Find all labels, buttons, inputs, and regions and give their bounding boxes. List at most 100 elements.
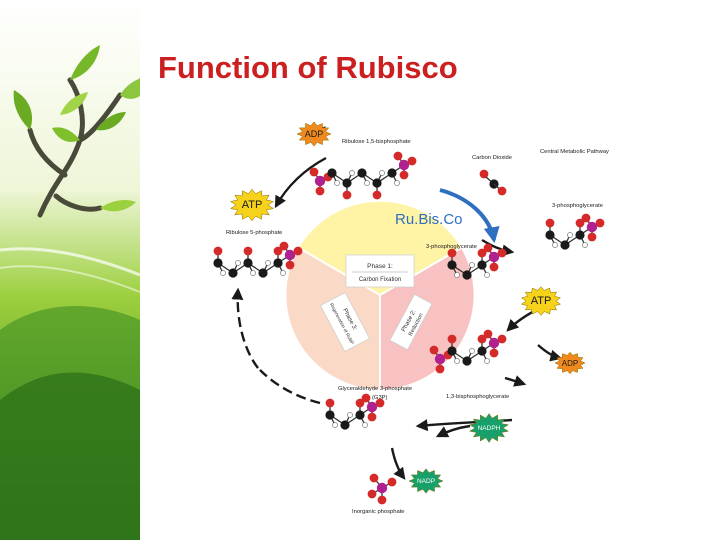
label-central-pathway: Central Metabolic Pathway [540, 149, 609, 155]
atom-p [366, 401, 378, 413]
atom-p [488, 251, 500, 263]
cofactor-adp-right: ADP [554, 351, 586, 375]
svg-text:ADP: ADP [562, 359, 578, 368]
label-pga-top: 3-phosphoglycerate [552, 203, 603, 209]
atom-o [387, 477, 397, 487]
atom-o [279, 241, 289, 251]
atom-p [398, 159, 410, 171]
atom-o [369, 473, 379, 483]
atom-o [447, 334, 457, 344]
atom-o [367, 412, 377, 422]
atom-h [582, 242, 588, 248]
slide-title: Function of Rubisco [158, 50, 458, 85]
atom-o [477, 248, 487, 258]
atom-o [595, 218, 605, 228]
vine-stem [27, 77, 123, 218]
atom-o [293, 246, 303, 256]
atom-h [469, 262, 475, 268]
atom-o [243, 246, 253, 256]
atom-c [243, 258, 253, 268]
rubisco-enzyme-label: Ru.Bis.Co [395, 211, 463, 228]
atom-o [581, 213, 591, 223]
atom-o [273, 246, 283, 256]
label-ru5p: Ribulose 5-phosphate [226, 230, 282, 236]
atom-h [235, 260, 241, 266]
phase1-title: Phase 1: [367, 263, 393, 270]
cofactor-adp-top: ADP [296, 121, 332, 147]
atom-c [545, 230, 555, 240]
phase1-sector [299, 201, 461, 295]
cofactor-atp-right: ATP [520, 286, 562, 316]
atom-h [265, 260, 271, 266]
cofactor-atp-left: ATP [229, 188, 275, 222]
atom-o [587, 232, 597, 242]
atom-o [447, 248, 457, 258]
atom-o [489, 348, 499, 358]
atom-p [434, 353, 446, 365]
atom-o [407, 156, 417, 166]
atom-o [377, 495, 387, 505]
atom-o [497, 248, 507, 258]
atom-o [479, 169, 489, 179]
atom-o [477, 334, 487, 344]
atom-o [497, 334, 507, 344]
label-pga: 3-phosphoglycerate [426, 244, 477, 250]
atom-h [454, 358, 460, 364]
atom-o [315, 186, 325, 196]
atom-c [462, 270, 472, 280]
label-inorganic-phosphate: Inorganic phosphate [352, 509, 405, 515]
atom-c [560, 240, 570, 250]
atom-o [497, 186, 507, 196]
atom-h [469, 348, 475, 354]
atom-c [357, 168, 367, 178]
atom-p [586, 221, 598, 233]
atom-c [462, 356, 472, 366]
atom-o [309, 167, 319, 177]
label-rubp: Ribulose 1,5-bisphosphate [342, 139, 411, 145]
atom-h [334, 180, 340, 186]
atom-h [484, 272, 490, 278]
atom-p [314, 175, 326, 187]
atom-o [375, 398, 385, 408]
atom-o [372, 190, 382, 200]
atom-c [327, 168, 337, 178]
atom-p [488, 337, 500, 349]
atom-p [284, 249, 296, 261]
atom-o [355, 398, 365, 408]
atom-o [435, 364, 445, 374]
atom-c [447, 346, 457, 356]
atom-h [454, 272, 460, 278]
atom-o [483, 329, 493, 339]
atom-p [376, 482, 388, 494]
atom-o [483, 243, 493, 253]
atom-o [575, 218, 585, 228]
atom-c [340, 420, 350, 430]
atom-c [325, 410, 335, 420]
atom-c [258, 268, 268, 278]
atom-h [349, 170, 355, 176]
atom-o [325, 398, 335, 408]
atom-c [355, 410, 365, 420]
atom-o [545, 218, 555, 228]
atom-h [220, 270, 226, 276]
atom-c [477, 346, 487, 356]
label-g3p-abbr: (G3P) [372, 395, 388, 401]
cofactor-nadph: NADPH [468, 413, 510, 443]
atom-o [399, 170, 409, 180]
molecule-labels: Ribulose 1,5-bisphosphate Carbon Dioxide… [226, 139, 609, 515]
svg-text:NADPH: NADPH [478, 425, 501, 432]
atom-c [228, 268, 238, 278]
atom-o [342, 190, 352, 200]
atom-h [379, 170, 385, 176]
svg-text:NADP: NADP [417, 478, 435, 485]
atom-c [213, 258, 223, 268]
rubisco-arrow [439, 188, 500, 244]
atom-h [567, 232, 573, 238]
atom-c [477, 260, 487, 270]
atom-c [342, 178, 352, 188]
atom-h [280, 270, 286, 276]
cofactor-nadp: NADP [408, 468, 444, 494]
svg-text:ADP: ADP [305, 129, 324, 139]
atom-c [575, 230, 585, 240]
